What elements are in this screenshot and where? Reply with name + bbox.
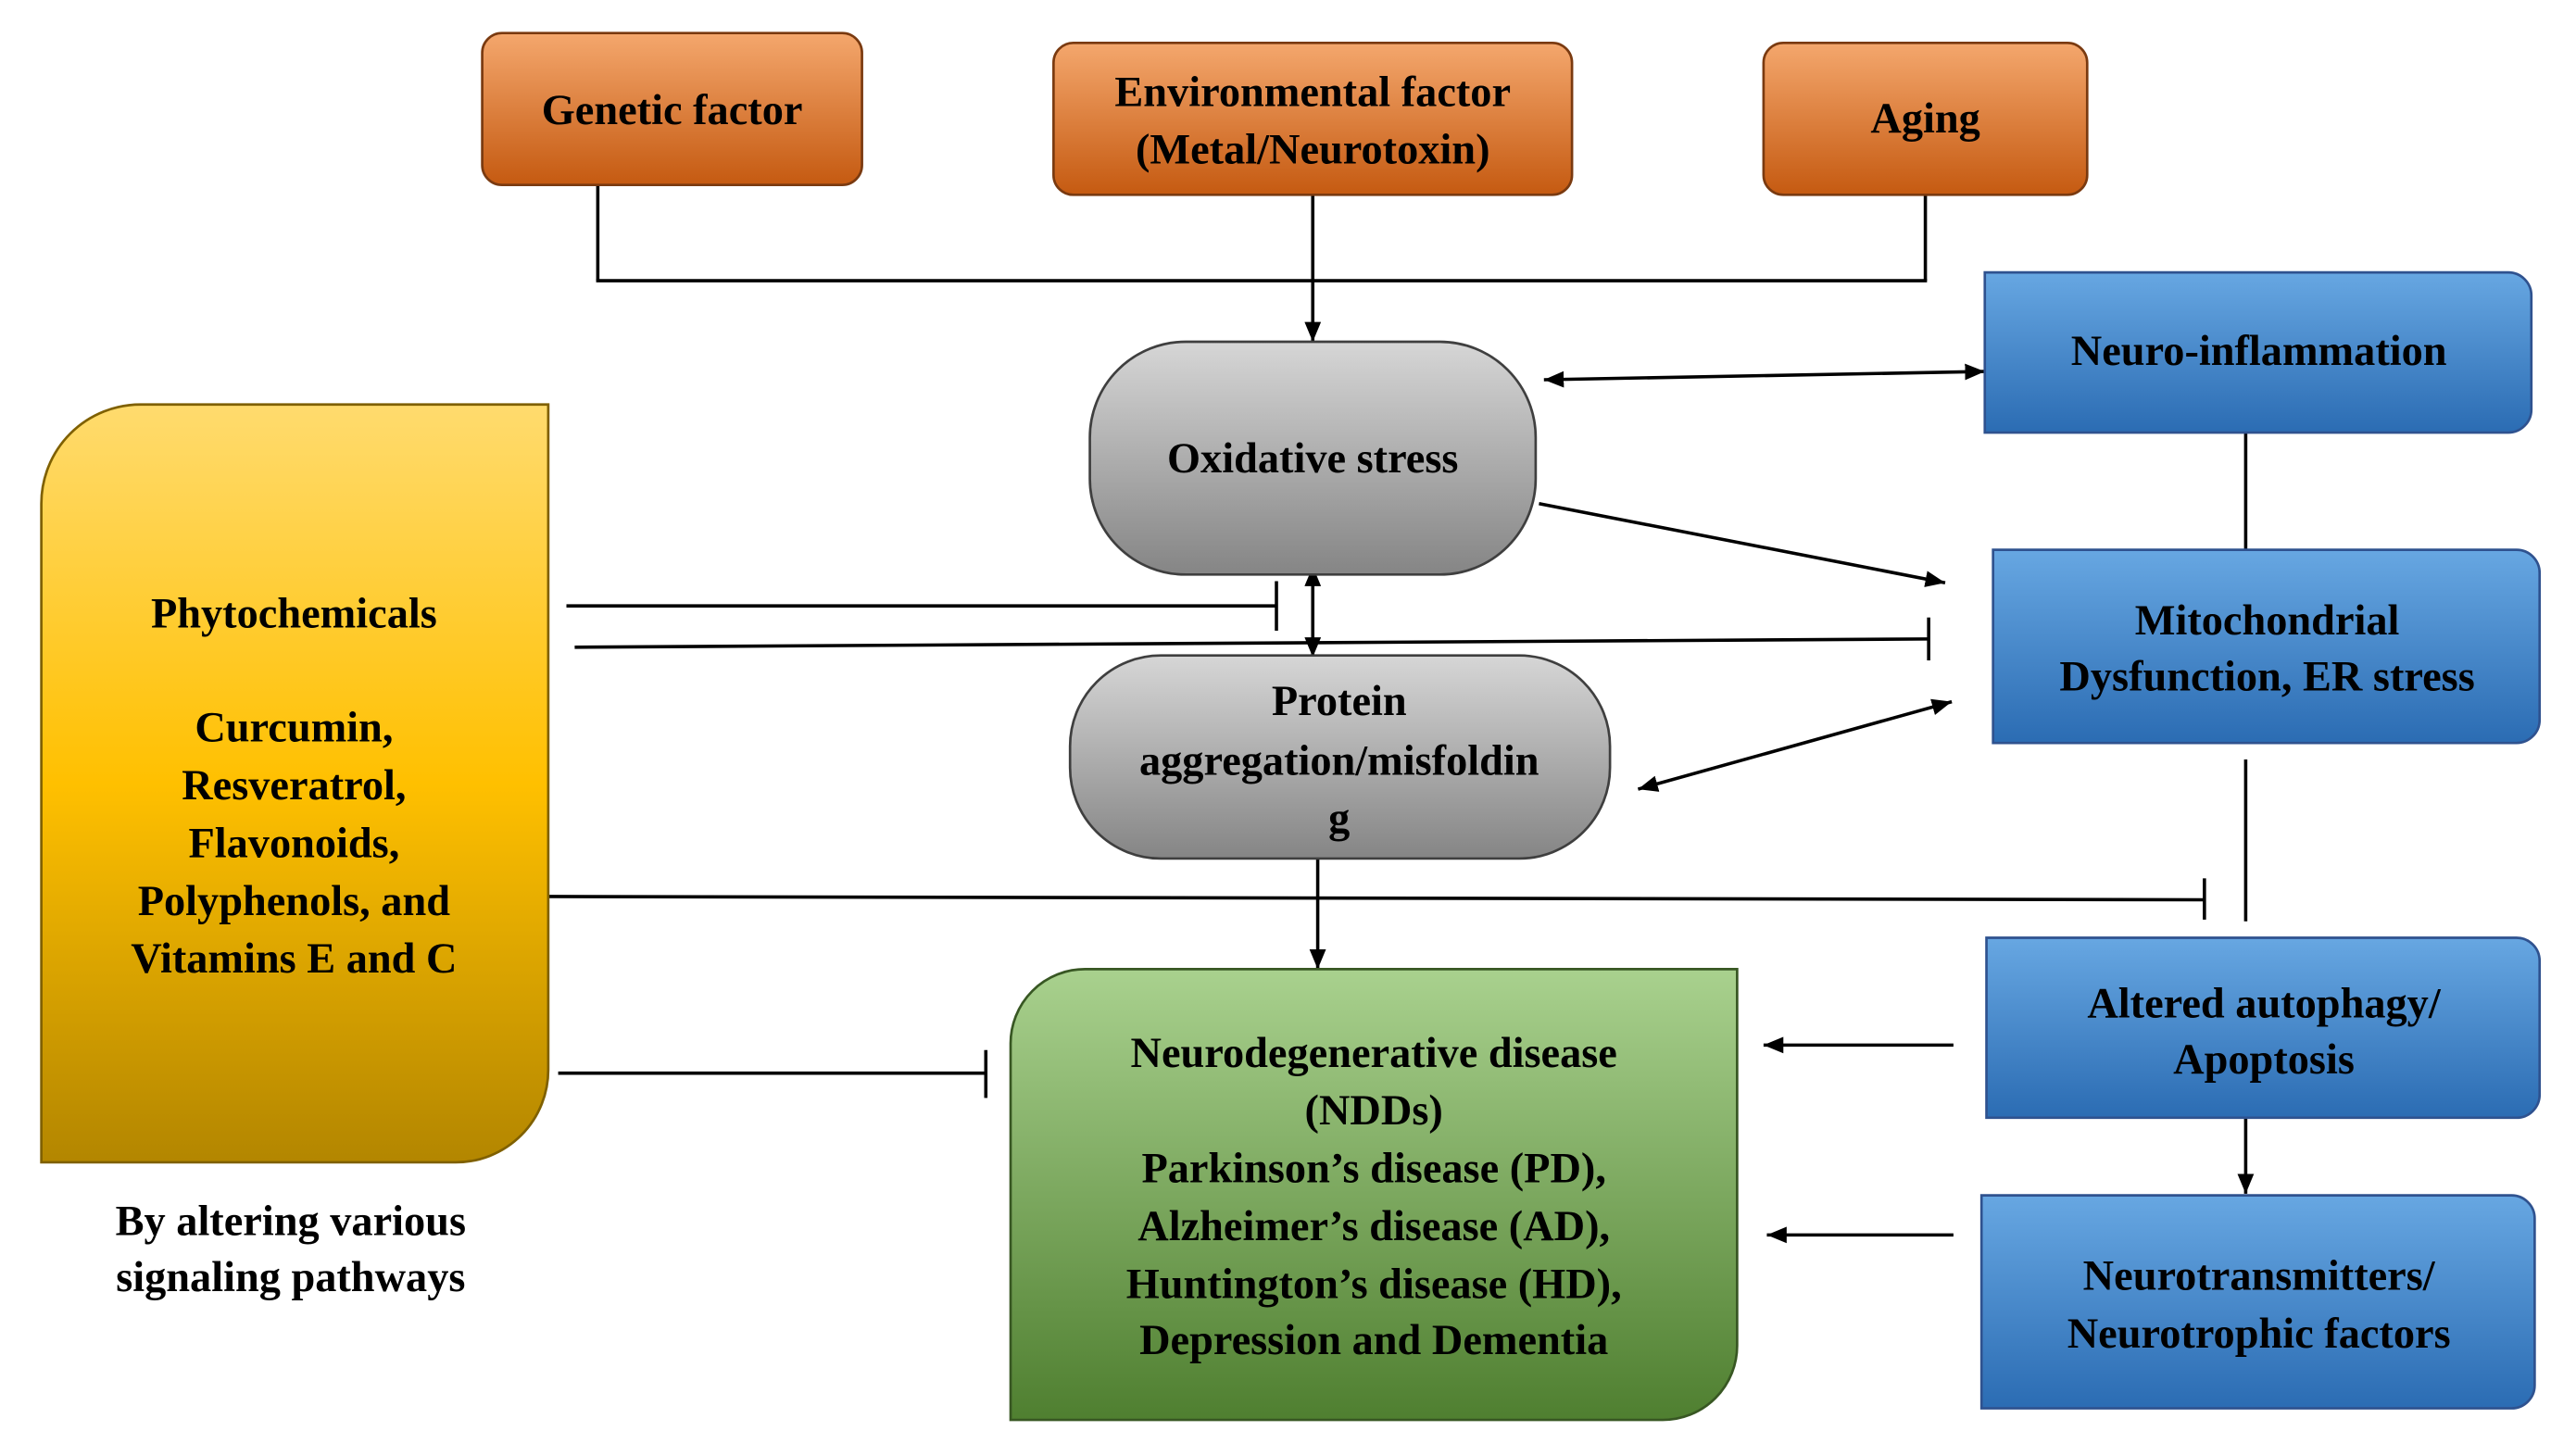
neurotransmitters-label-line-2: Neurotrophic factors bbox=[2067, 1311, 2451, 1358]
neurodegenerative-disease-node: Neurodegenerative disease (NDDs) Parkins… bbox=[1009, 968, 1739, 1422]
connectors bbox=[547, 184, 2255, 1244]
neuro-inflammation-label: Neuro-inflammation bbox=[2071, 328, 2447, 375]
inhibition-phytochemicals-autophagy bbox=[547, 895, 2205, 902]
protein-aggregation-label-line-1: Protein bbox=[1272, 678, 1407, 725]
neurotransmitters-label-line-1: Neurotransmitters/ bbox=[2083, 1252, 2436, 1299]
mitochondrial-dysfunction-label-line-1: Mitochondrial bbox=[2135, 597, 2400, 645]
neuro-inflammation-box bbox=[1983, 270, 2533, 434]
altered-autophagy-node: Altered autophagy/ Apoptosis bbox=[1985, 936, 2542, 1120]
phytochemicals-node: Phytochemicals Curcumin, Resveratrol, Fl… bbox=[40, 403, 550, 1164]
ndd-label-line: Huntington’s disease (HD), bbox=[1126, 1261, 1622, 1308]
phytochemicals-item: Polyphenols, and bbox=[138, 878, 451, 925]
arrow-protein-mitochondrial bbox=[1637, 698, 1953, 792]
neurotransmitters-box bbox=[1979, 1194, 2536, 1410]
environmental-factor-label-line-1: Environmental factor bbox=[1114, 69, 1511, 116]
arrow-oxidative-neuroinflammation bbox=[1543, 363, 1985, 388]
ndd-label-line: Neurodegenerative disease bbox=[1131, 1030, 1617, 1077]
phytochemicals-item: Vitamins E and C bbox=[131, 935, 457, 983]
protein-aggregation-node: Protein aggregation/misfoldin g bbox=[1068, 654, 1612, 860]
environmental-factor-node: Environmental factor (Metal/Neurotoxin) bbox=[1052, 42, 1574, 196]
protein-aggregation-label-line-3: g bbox=[1328, 796, 1350, 843]
arrow-oxidative-to-mitochondrial bbox=[1539, 501, 1946, 587]
genetic-factor-box bbox=[481, 31, 863, 186]
ndd-label-line: Parkinson’s disease (PD), bbox=[1141, 1146, 1605, 1193]
phytochemicals-item: Flavonoids, bbox=[188, 820, 399, 867]
phytochemicals-item: Curcumin, bbox=[195, 705, 393, 752]
oxidative-stress-label: Oxidative stress bbox=[1167, 435, 1458, 483]
ndd-label-line: (NDDs) bbox=[1305, 1087, 1443, 1135]
phytochemicals-item: Resveratrol, bbox=[182, 762, 406, 809]
mitochondrial-dysfunction-box bbox=[1992, 548, 2542, 745]
environmental-factor-label-line-2: (Metal/Neurotoxin) bbox=[1136, 127, 1490, 174]
aging-node: Aging bbox=[1762, 42, 2089, 196]
inhibition-phytochemicals-mitochondrial bbox=[574, 637, 1929, 649]
caption-line-2: signaling pathways bbox=[116, 1254, 465, 1301]
neurotransmitters-node: Neurotransmitters/ Neurotrophic factors bbox=[1979, 1194, 2536, 1410]
protein-aggregation-box bbox=[1068, 654, 1612, 860]
genetic-factor-label: Genetic factor bbox=[542, 87, 803, 134]
mitochondrial-dysfunction-node: Mitochondrial Dysfunction, ER stress bbox=[1992, 548, 2542, 745]
neuro-inflammation-node: Neuro-inflammation bbox=[1983, 270, 2533, 434]
mitochondrial-dysfunction-label-line-2: Dysfunction, ER stress bbox=[2059, 653, 2474, 700]
altered-autophagy-label-line-1: Altered autophagy/ bbox=[2087, 980, 2441, 1027]
aging-box bbox=[1762, 42, 2089, 196]
aging-label: Aging bbox=[1870, 95, 1979, 143]
phytochemicals-title: Phytochemicals bbox=[151, 591, 437, 638]
neurodegenerative-disease-box bbox=[1009, 968, 1739, 1422]
oxidative-stress-node: Oxidative stress bbox=[1088, 340, 1538, 576]
ndd-label-line: Depression and Dementia bbox=[1139, 1317, 1608, 1364]
genetic-factor-node: Genetic factor bbox=[481, 31, 863, 186]
phytochemicals-box bbox=[40, 403, 550, 1164]
protein-aggregation-label-line-2: aggregation/misfoldin bbox=[1139, 737, 1539, 784]
ndd-label-line: Alzheimer’s disease (AD), bbox=[1137, 1203, 1610, 1250]
altered-autophagy-label-line-2: Apoptosis bbox=[2173, 1036, 2355, 1084]
altered-autophagy-box bbox=[1985, 936, 2542, 1120]
oxidative-stress-box bbox=[1088, 340, 1538, 576]
caption-line-1: By altering various bbox=[116, 1198, 466, 1246]
environmental-factor-box bbox=[1052, 42, 1574, 196]
phytochemicals-caption: By altering various signaling pathways bbox=[116, 1198, 466, 1302]
